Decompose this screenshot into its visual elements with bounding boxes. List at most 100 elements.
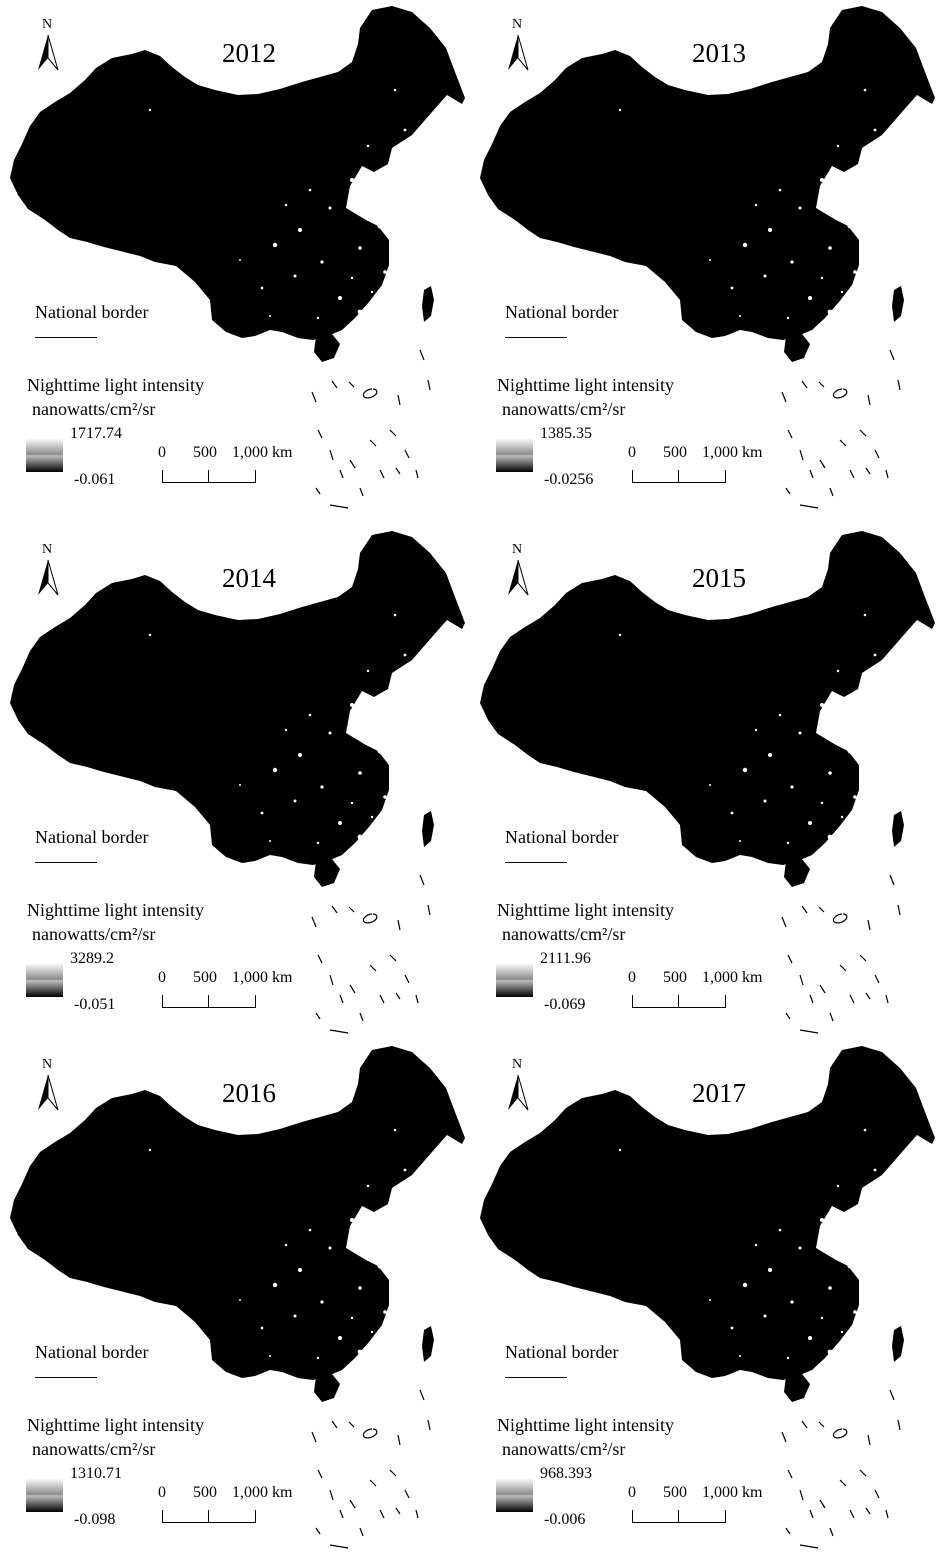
mainland-china [10, 6, 465, 340]
legend-max-value: 3289.2 [70, 950, 114, 967]
legend-title: Nighttime light intensity [497, 375, 674, 395]
north-label: N [512, 1057, 523, 1072]
lights-layer [618, 1128, 877, 1360]
north-arrow-icon [38, 34, 59, 71]
south-china-sea-islands [781, 349, 901, 509]
legend-max-value: 1717.74 [70, 425, 122, 442]
map-panel-2013: 2013 N National border Nighttime light i… [470, 0, 940, 515]
map-panel-2017: 2017 N National border Nighttime light i… [470, 1040, 940, 1555]
national-border-label: National border [505, 1342, 619, 1362]
mainland-china [10, 1046, 465, 1380]
national-border-label: National border [35, 827, 149, 847]
national-border-symbol [35, 862, 97, 863]
legend-min-value: -0.061 [74, 471, 116, 488]
hainan-island [784, 1374, 810, 1402]
north-arrow-icon [508, 559, 529, 596]
legend-title: Nighttime light intensity [27, 900, 204, 920]
taiwan-island [422, 286, 434, 322]
scale-label-0: 0 [158, 1484, 166, 1501]
legend-min-value: -0.069 [544, 996, 586, 1013]
national-border-label: National border [35, 1342, 149, 1362]
national-border-symbol [35, 337, 97, 338]
year-label: 2015 [692, 563, 746, 593]
scale-label-1000: 1,000 km [232, 1484, 293, 1501]
china-map [10, 6, 465, 509]
legend-title: Nighttime light intensity [27, 375, 204, 395]
scale-label-1000: 1,000 km [702, 969, 763, 986]
hainan-island [784, 334, 810, 362]
scale-label-0: 0 [628, 969, 636, 986]
hainan-island [314, 859, 340, 887]
scale-label-1000: 1,000 km [232, 969, 293, 986]
hainan-island [784, 859, 810, 887]
legend-color-ramp [26, 1478, 63, 1512]
taiwan-island [422, 811, 434, 847]
legend-unit: nanowatts/cm²/sr [32, 1439, 156, 1459]
legend-unit: nanowatts/cm²/sr [502, 924, 626, 944]
scale-bar [632, 995, 726, 1008]
china-map [480, 531, 935, 1034]
china-map [480, 6, 935, 509]
national-border-symbol [35, 1377, 97, 1378]
china-map [10, 531, 465, 1034]
national-border-symbol [505, 337, 567, 338]
scale-label-500: 500 [193, 444, 217, 461]
north-label: N [42, 17, 53, 32]
lights-layer [148, 613, 407, 845]
scale-bar [632, 470, 726, 483]
scale-label-0: 0 [628, 444, 636, 461]
legend-title: Nighttime light intensity [27, 1415, 204, 1435]
legend-color-ramp [26, 438, 63, 472]
legend-max-value: 968.393 [540, 1465, 592, 1482]
legend-color-ramp [26, 963, 63, 997]
scale-label-500: 500 [663, 969, 687, 986]
legend-title: Nighttime light intensity [497, 1415, 674, 1435]
scale-label-500: 500 [663, 444, 687, 461]
south-china-sea-islands [781, 874, 901, 1034]
legend-color-ramp [496, 1478, 533, 1512]
legend-min-value: -0.051 [74, 996, 116, 1013]
north-label: N [42, 542, 53, 557]
legend-title: Nighttime light intensity [497, 900, 674, 920]
south-china-sea-islands [311, 1389, 431, 1549]
legend-min-value: -0.0256 [544, 471, 594, 488]
hainan-island [314, 334, 340, 362]
legend-unit: nanowatts/cm²/sr [502, 1439, 626, 1459]
legend-max-value: 1385.35 [540, 425, 592, 442]
north-arrow-icon [508, 1074, 529, 1111]
national-border-label: National border [35, 302, 149, 322]
north-arrow-icon [38, 559, 59, 596]
map-panel-2012: 2012 N National border Nighttime light i… [0, 0, 470, 515]
legend-unit: nanowatts/cm²/sr [32, 924, 156, 944]
south-china-sea-islands [311, 874, 431, 1034]
map-panel-2016: 2016 N National border Nighttime light i… [0, 1040, 470, 1555]
scale-label-500: 500 [193, 969, 217, 986]
legend-max-value: 2111.96 [540, 950, 591, 967]
legend-color-ramp [496, 963, 533, 997]
china-map [10, 1046, 465, 1549]
map-panel-2015: 2015 N National border Nighttime light i… [470, 525, 940, 1040]
year-label: 2017 [692, 1078, 746, 1108]
national-border-symbol [505, 862, 567, 863]
year-label: 2014 [222, 563, 276, 593]
mainland-china [480, 6, 935, 340]
national-border-label: National border [505, 302, 619, 322]
scale-label-0: 0 [628, 1484, 636, 1501]
legend-min-value: -0.006 [544, 1511, 586, 1528]
lights-layer [148, 1128, 407, 1360]
legend-unit: nanowatts/cm²/sr [502, 399, 626, 419]
taiwan-island [422, 1326, 434, 1362]
north-label: N [42, 1057, 53, 1072]
south-china-sea-islands [781, 1389, 901, 1549]
scale-label-500: 500 [193, 1484, 217, 1501]
lights-layer [148, 88, 407, 320]
legend-unit: nanowatts/cm²/sr [32, 399, 156, 419]
mainland-china [10, 531, 465, 865]
national-border-label: National border [505, 827, 619, 847]
south-china-sea-islands [311, 349, 431, 509]
lights-layer [618, 88, 877, 320]
year-label: 2016 [222, 1078, 276, 1108]
north-arrow-icon [508, 34, 529, 71]
mainland-china [480, 531, 935, 865]
